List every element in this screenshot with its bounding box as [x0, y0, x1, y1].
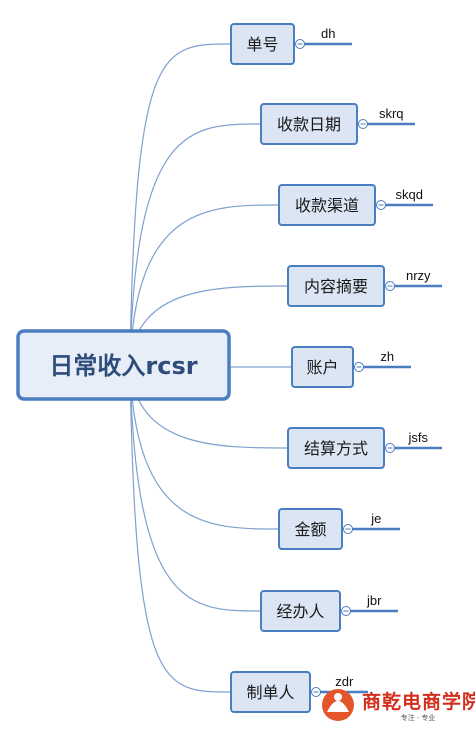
connector-line — [129, 204, 280, 366]
field-node[interactable]: 结算方式 jsfs — [287, 427, 442, 469]
field-label: 经办人 — [276, 602, 324, 621]
field-node[interactable]: 金额 je — [278, 508, 400, 550]
field-node[interactable]: 账户 zh — [291, 346, 411, 388]
field-code[interactable]: zh — [380, 349, 394, 364]
connector-line — [129, 43, 232, 366]
brand-emblem-icon — [322, 689, 354, 721]
field-code[interactable]: zdr — [335, 674, 354, 689]
field-node[interactable]: 单号 dh — [230, 23, 352, 65]
field-code[interactable]: jbr — [366, 593, 382, 608]
field-node[interactable]: 收款日期 skrq — [260, 103, 415, 145]
field-code[interactable]: je — [370, 511, 381, 526]
collapse-toggle-icon[interactable] — [343, 524, 353, 534]
field-node[interactable]: 收款渠道 skqd — [278, 184, 433, 226]
field-node[interactable]: 内容摘要 nrzy — [287, 265, 442, 307]
field-nodes: 单号 dh 收款日期 skrq 收款渠道 skqd 内容摘要 nrzy 账户 zh 结算方式 jsfs… — [230, 23, 442, 713]
field-label: 收款渠道 — [295, 196, 359, 215]
watermark-logo: 商乾电商学院 专注 · 专业 — [322, 689, 475, 722]
connector-line — [129, 364, 262, 612]
field-code[interactable]: skrq — [379, 106, 404, 121]
field-code[interactable]: dh — [321, 26, 335, 41]
field-code[interactable]: skqd — [396, 187, 423, 202]
connector-line — [129, 123, 262, 366]
field-label: 制单人 — [246, 683, 294, 702]
field-node[interactable]: 经办人 jbr — [260, 590, 398, 632]
collapse-toggle-icon[interactable] — [295, 39, 305, 49]
collapse-toggle-icon[interactable] — [354, 362, 364, 372]
collapse-toggle-icon[interactable] — [385, 281, 395, 291]
collapse-toggle-icon[interactable] — [311, 687, 321, 697]
field-label: 结算方式 — [304, 439, 368, 458]
collapse-toggle-icon[interactable] — [358, 119, 368, 129]
collapse-toggle-icon[interactable] — [376, 200, 386, 210]
field-label: 账户 — [306, 358, 338, 377]
collapse-toggle-icon[interactable] — [341, 606, 351, 616]
connector-line — [129, 364, 232, 693]
connector-line — [129, 364, 280, 530]
central-topic-node[interactable]: 日常收入rcsr — [16, 329, 231, 401]
field-code[interactable]: jsfs — [408, 430, 429, 445]
field-label: 收款日期 — [277, 115, 341, 134]
field-label: 金额 — [294, 520, 326, 539]
central-topic-label: 日常收入rcsr — [49, 352, 197, 380]
field-node[interactable]: 制单人 zdr — [230, 671, 368, 713]
collapse-toggle-icon[interactable] — [385, 443, 395, 453]
field-code[interactable]: nrzy — [406, 268, 431, 283]
field-label: 内容摘要 — [304, 277, 368, 296]
watermark-tagline: 专注 · 专业 — [401, 713, 436, 722]
field-label: 单号 — [246, 35, 278, 54]
watermark-brand-text: 商乾电商学院 — [362, 690, 475, 713]
